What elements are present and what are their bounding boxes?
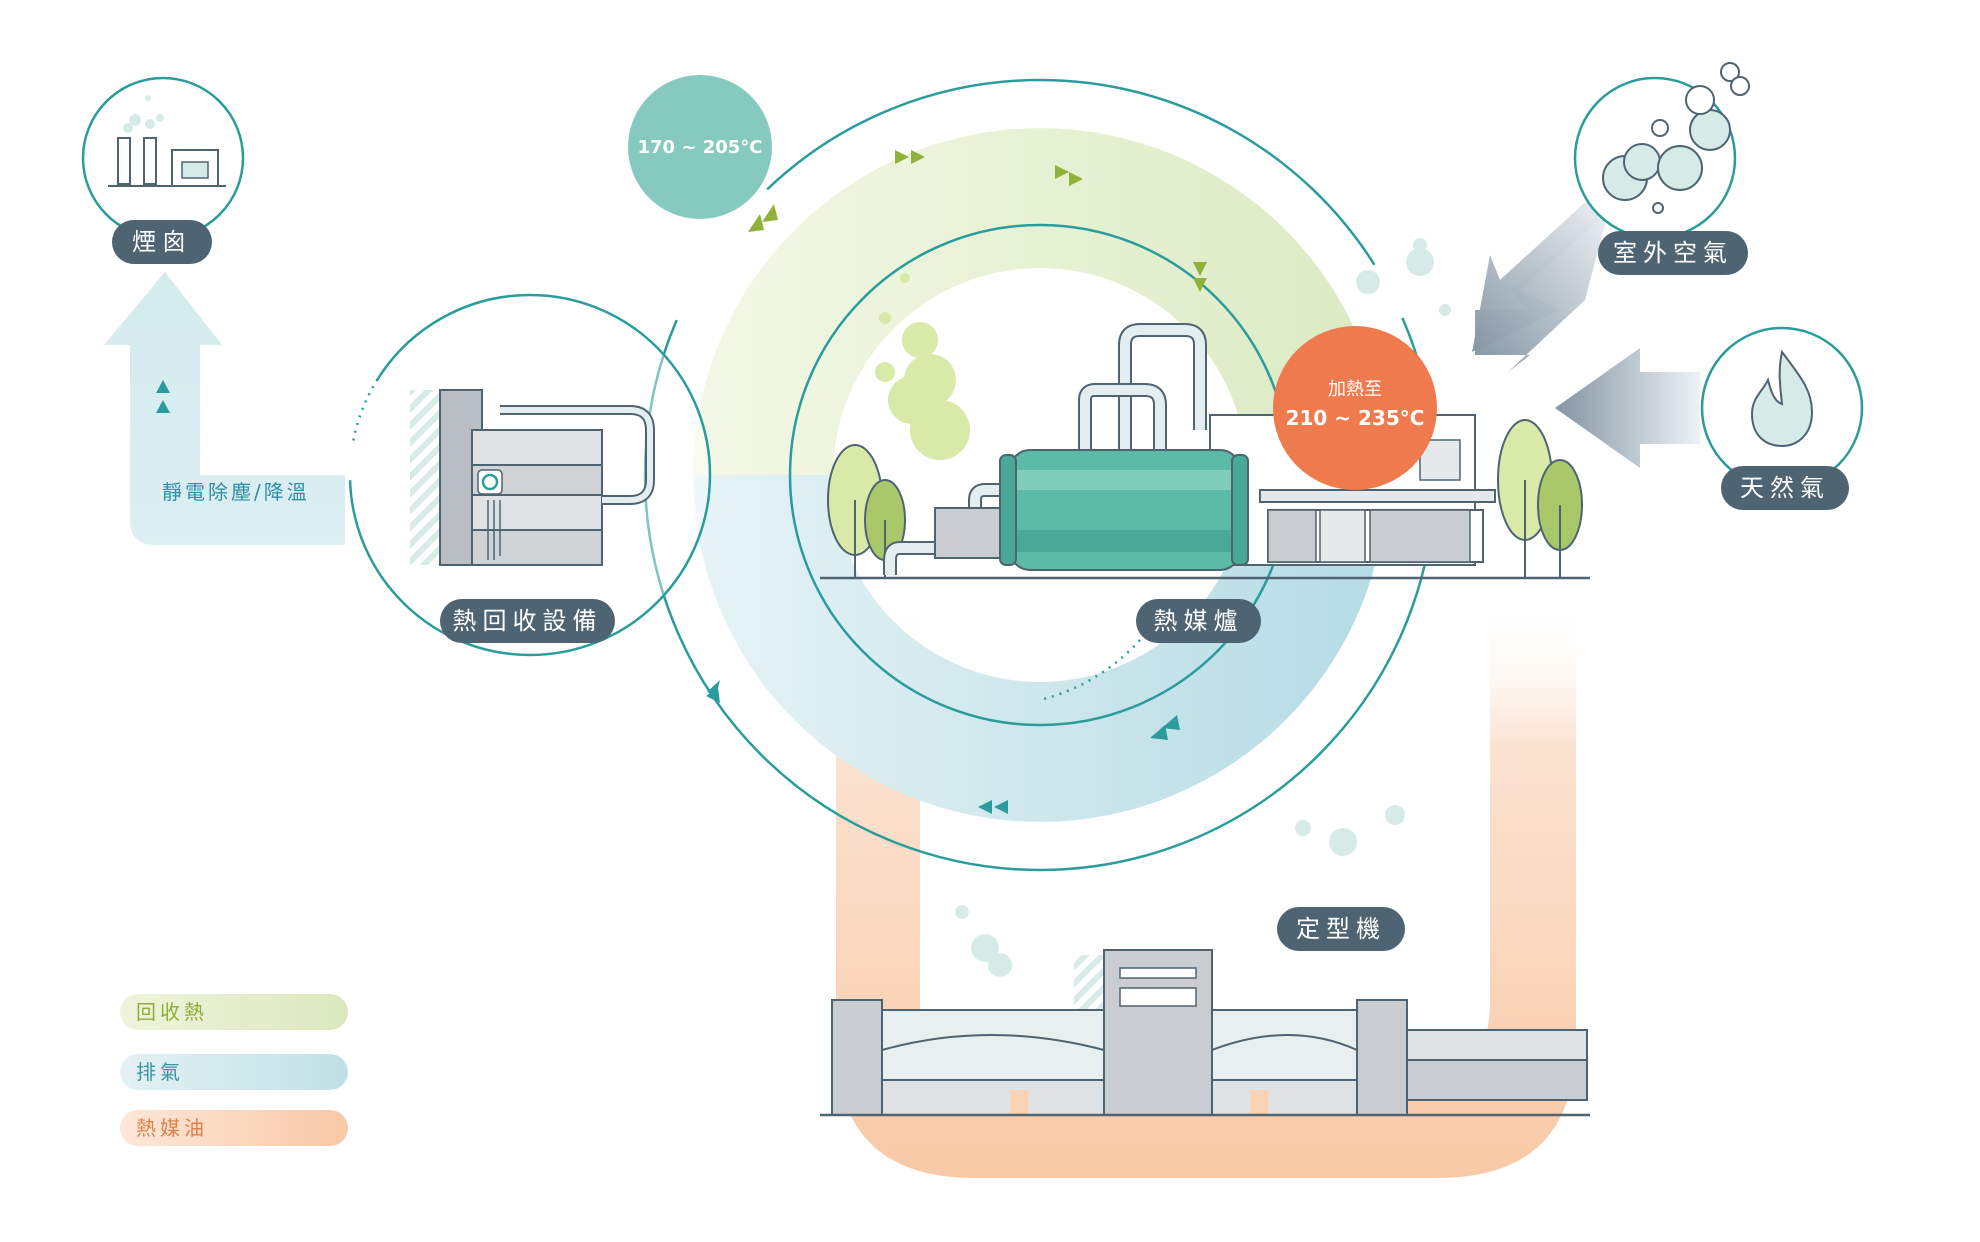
legend-swatch-exhaust [120,1054,348,1090]
exhaust-up-arrow [104,272,345,545]
recovery-temp-value: 170 ~ 205°C [637,137,763,158]
recovery-temp-circle [628,75,772,219]
exhaust-markers [706,680,1180,814]
legend-swatch-thermal-oil [120,1110,348,1146]
boiler-label: 熱媒爐 [1136,599,1261,643]
flame-icon [1700,326,1864,490]
heating-temp-value: 210 ~ 235°C [1285,406,1425,430]
stenter-label: 定型機 [1277,907,1405,951]
gear-icon [477,469,503,495]
recovered-heat-band [693,128,1387,475]
heat-recovery-machine [410,389,655,566]
natural-gas-arrow [1555,348,1700,468]
chimney-factory-icon [81,76,245,240]
legend-exhaust: 排氣 [136,1060,184,1084]
recovered-heat-markers [748,150,1207,292]
stenter-machine [820,805,1590,1117]
up-marker-2 [156,400,170,413]
legend-swatch-recovered-heat [120,994,348,1030]
legend-recovered-heat: 回收熱 [136,1000,208,1024]
dust-cooling-text: 靜電除塵/降溫 [162,480,310,504]
natural-gas-label: 天然氣 [1721,466,1849,510]
outdoor-air-label: 室外空氣 [1598,231,1748,275]
outdoor-air-arrow-shape [1472,196,1612,352]
exhaust-band [693,475,1387,822]
legend-thermal-oil: 熱媒油 [136,1116,208,1140]
heat-recovery-label: 熱回收設備 [440,599,615,643]
heating-prefix: 加熱至 [1328,379,1382,400]
inner-ring-dotted [1039,639,1141,702]
air-bubbles-icon [1573,62,1750,240]
up-marker-1 [156,380,170,393]
heating-temp-circle [1273,326,1437,490]
boiler-plant [820,238,1590,580]
chimney-label: 煙囪 [112,220,212,264]
